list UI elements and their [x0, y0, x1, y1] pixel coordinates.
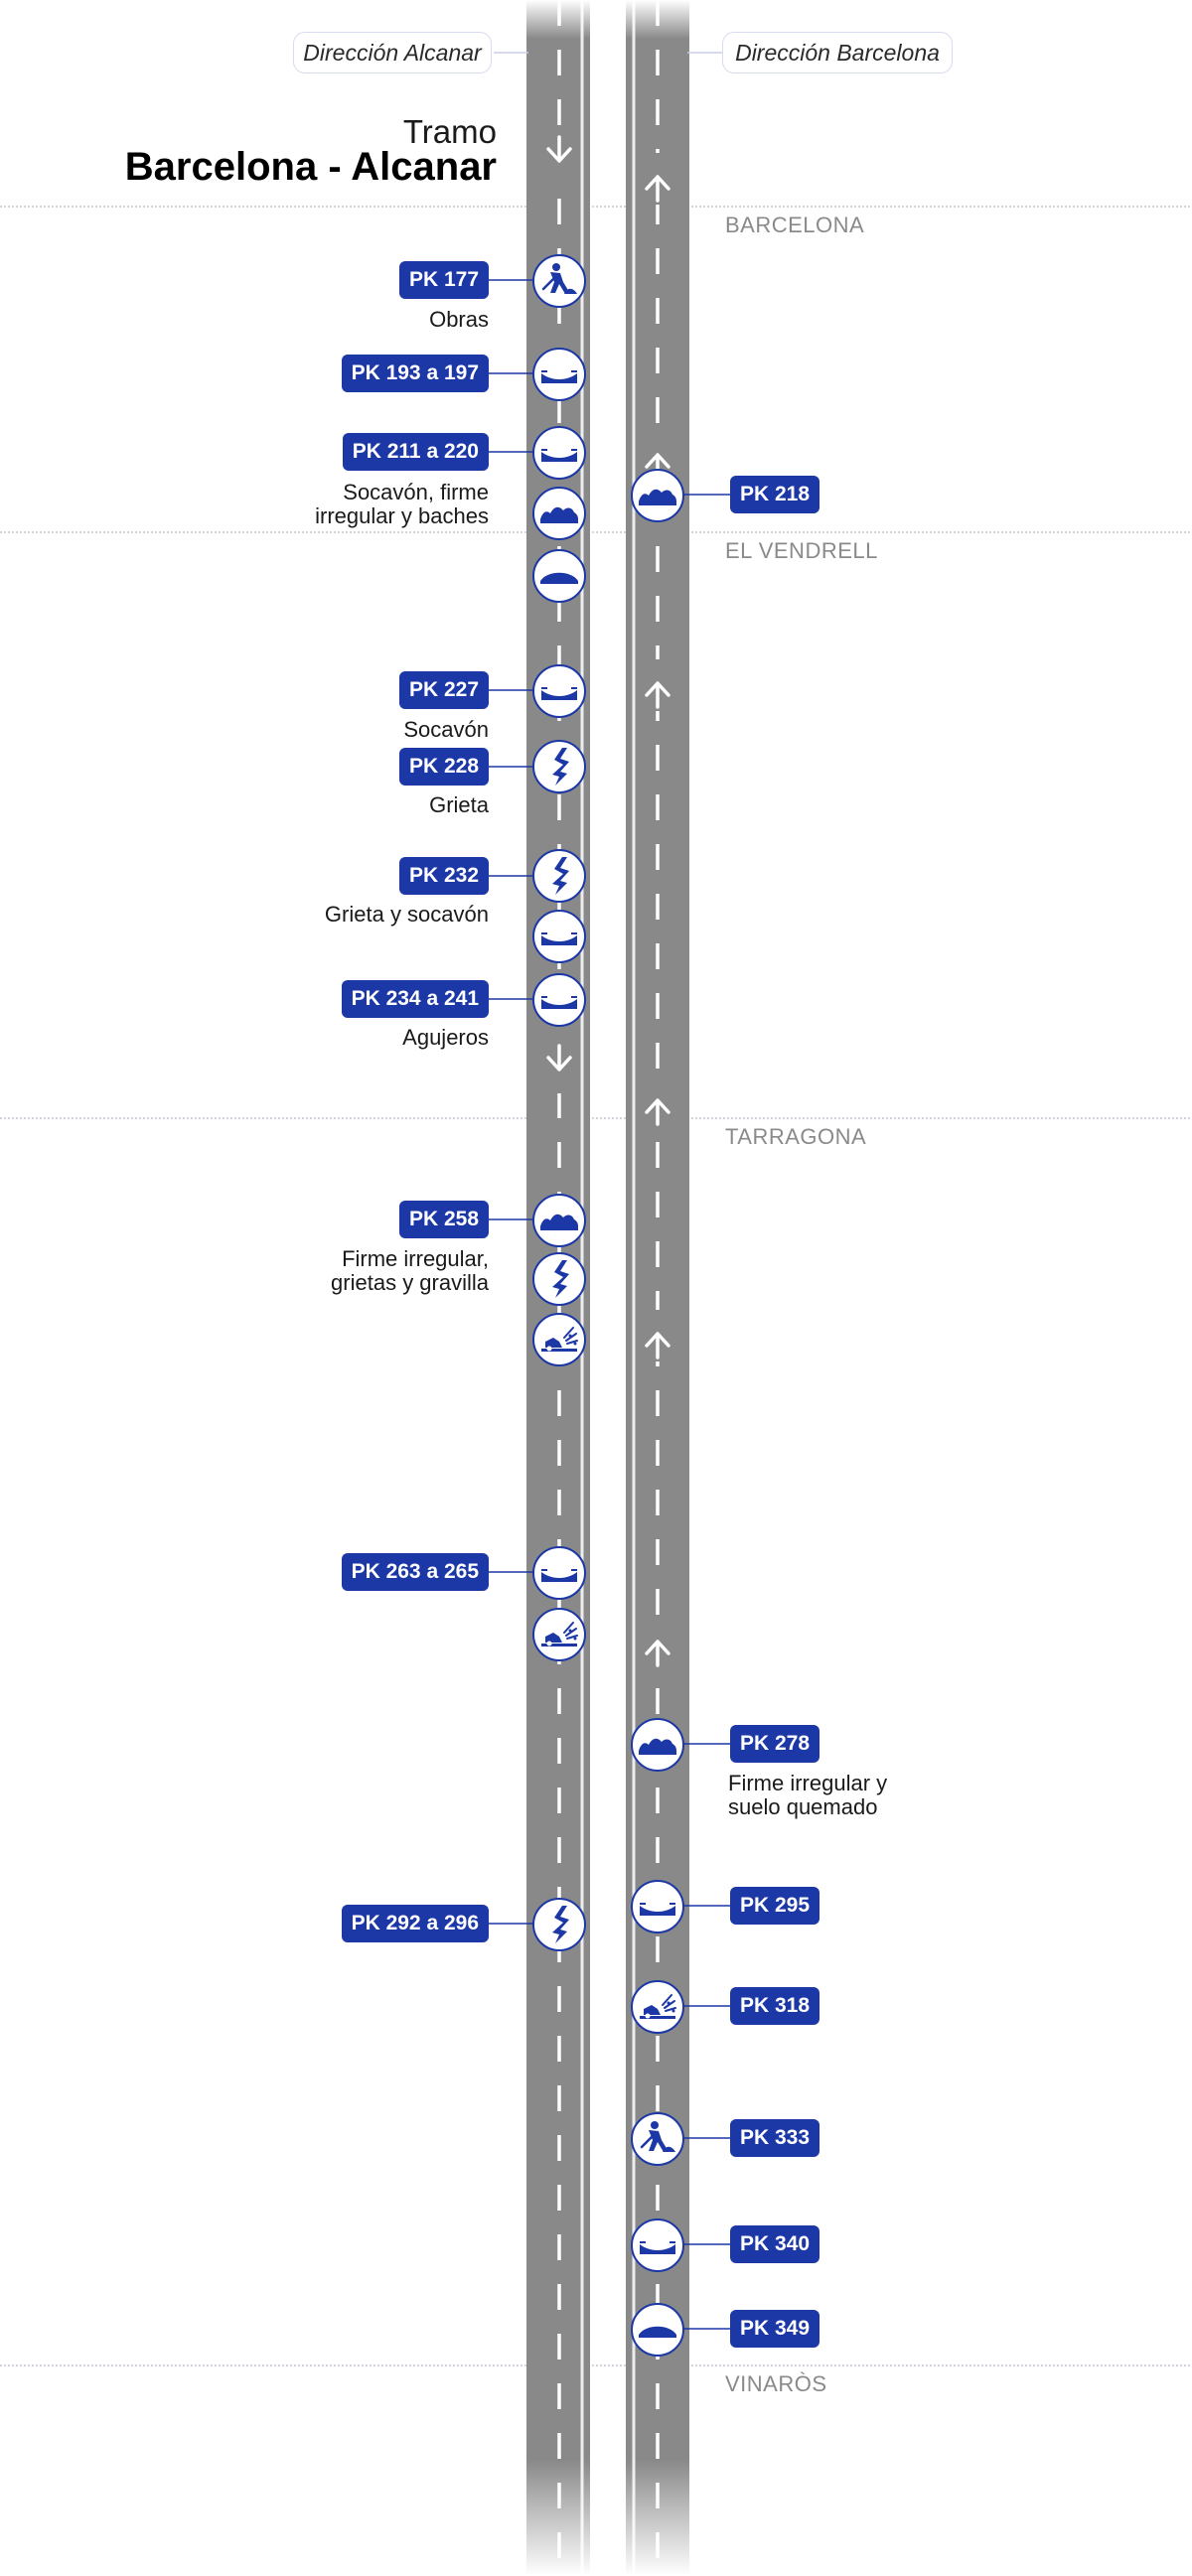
incident-description-line: suelo quemado — [728, 1794, 878, 1819]
section-title-prefix: Tramo — [402, 113, 497, 150]
gravel-icon — [532, 1608, 586, 1661]
pothole-icon — [631, 1880, 684, 1933]
pk-label: PK 218 — [730, 476, 820, 513]
city-label: VINARÒS — [725, 2371, 827, 2396]
incident-description-line: Obras — [429, 307, 489, 332]
pk-label: PK 278 — [730, 1725, 820, 1763]
pk-label: PK 333 — [730, 2119, 820, 2157]
crack-icon — [532, 740, 586, 793]
incident-description: Grieta y socavón — [325, 903, 489, 927]
crack-icon — [532, 1252, 586, 1306]
incident-description: Grieta — [429, 793, 489, 817]
city-label: BARCELONA — [725, 213, 865, 237]
incident-description-line: irregular y baches — [315, 503, 489, 528]
section-title: Barcelona - Alcanar — [124, 145, 497, 189]
pk-label: PK 228 — [398, 748, 489, 786]
pk-label: PK 193 a 197 — [341, 355, 489, 392]
incident-description: Firme irregular,grietas y gravilla — [331, 1247, 489, 1295]
incident-description-line: grietas y gravilla — [331, 1270, 489, 1295]
uneven-surface-icon — [532, 1194, 586, 1247]
incident-description-line: Socavón — [403, 717, 489, 742]
lane-arrow-down-icon — [545, 133, 573, 185]
lane-arrow-down-icon — [545, 1042, 573, 1093]
incident-description: Obras — [429, 308, 489, 332]
pothole-icon — [532, 973, 586, 1027]
pk-label: PK 349 — [730, 2310, 820, 2348]
pk-label: PK 263 a 265 — [341, 1553, 489, 1591]
pk-label: PK 340 — [730, 2225, 820, 2263]
uneven-surface-icon — [532, 487, 586, 540]
incident-description: Socavón — [403, 718, 489, 742]
crack-icon — [532, 849, 586, 903]
incident-description-line: Firme irregular y — [728, 1771, 888, 1795]
bump-icon — [532, 549, 586, 603]
lane-arrow-up-icon — [644, 153, 671, 205]
pk-label: PK 211 a 220 — [342, 433, 489, 471]
city-label: EL VENDRELL — [725, 538, 878, 563]
incident-description-line: Agujeros — [402, 1025, 489, 1050]
pothole-icon — [631, 2218, 684, 2272]
pk-label: PK 295 — [730, 1887, 820, 1925]
gravel-icon — [532, 1313, 586, 1366]
pothole-icon — [532, 1546, 586, 1600]
pk-label: PK 258 — [398, 1201, 489, 1238]
incident-description-line: Firme irregular, — [342, 1246, 489, 1271]
incident-description: Agujeros — [402, 1026, 489, 1050]
uneven-surface-icon — [631, 469, 684, 522]
pk-label: PK 177 — [398, 261, 489, 299]
pothole-icon — [532, 910, 586, 963]
pk-label: PK 318 — [730, 1987, 820, 2025]
lane-arrow-up-icon — [644, 1618, 671, 1669]
lane-arrow-up-icon — [644, 659, 671, 711]
direction-alcanar-label: Dirección Alcanar — [293, 32, 492, 73]
pk-label: PK 234 a 241 — [341, 980, 489, 1018]
pk-label: PK 227 — [398, 671, 489, 709]
incident-description-line: Grieta — [429, 792, 489, 817]
uneven-surface-icon — [631, 1718, 684, 1772]
pk-label: PK 232 — [398, 857, 489, 895]
lane-arrow-up-icon — [644, 1310, 671, 1361]
incident-description-line: Grieta y socavón — [324, 902, 489, 927]
direction-barcelona-label: Dirección Barcelona — [722, 32, 953, 73]
pothole-icon — [532, 426, 586, 480]
crack-icon — [532, 1898, 586, 1951]
pk-label: PK 292 a 296 — [341, 1905, 489, 1942]
incident-description-line: Socavón, firme — [343, 480, 489, 504]
bump-icon — [631, 2303, 684, 2357]
pothole-icon — [532, 664, 586, 718]
city-label: TARRAGONA — [725, 1124, 867, 1149]
roadworks-icon — [631, 2112, 684, 2166]
pothole-icon — [532, 348, 586, 401]
roadworks-icon — [532, 254, 586, 308]
gravel-icon — [631, 1980, 684, 2034]
lane-arrow-up-icon — [644, 1076, 671, 1128]
